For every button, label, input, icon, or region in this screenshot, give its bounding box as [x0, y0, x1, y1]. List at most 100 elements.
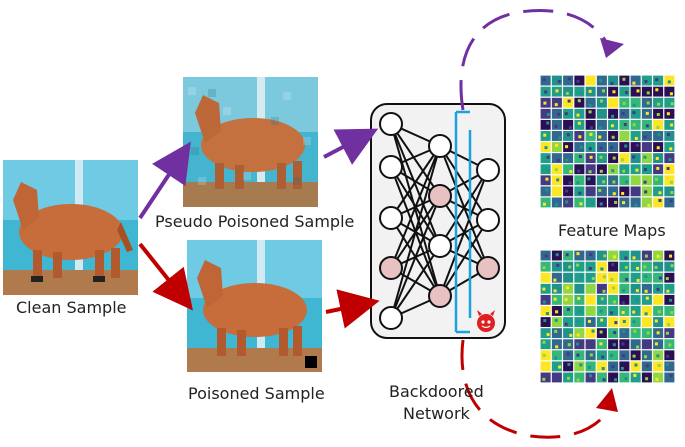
- feature-map-activation: [669, 180, 673, 184]
- feature-map-activation: [546, 333, 550, 337]
- feature-map-activation: [579, 202, 583, 206]
- feature-map-activation: [576, 353, 580, 357]
- feature-map-activation: [610, 100, 614, 104]
- feature-map-activation: [647, 203, 651, 207]
- feature-map-tile: [653, 261, 664, 272]
- feature-map-tile: [596, 272, 607, 283]
- feature-map-tile: [540, 164, 551, 175]
- feature-map-activation: [578, 309, 582, 313]
- feature-map-tile: [540, 186, 551, 197]
- feature-map-activation: [557, 79, 561, 83]
- feature-map-tile: [653, 317, 664, 327]
- feature-map-activation: [644, 80, 648, 84]
- feature-map-tile: [574, 119, 585, 130]
- feature-map-activation: [576, 333, 580, 337]
- feature-map-activation: [614, 200, 618, 204]
- feature-map-tile: [596, 186, 607, 197]
- feature-map-tile: [641, 197, 652, 208]
- feature-map-activation: [566, 133, 570, 137]
- feature-map-tile: [596, 86, 607, 97]
- feature-map-tile: [630, 372, 641, 383]
- feature-map-tile: [540, 153, 551, 164]
- feature-map-activation: [644, 355, 648, 359]
- feature-map-activation: [645, 147, 649, 151]
- feature-map-tile: [630, 328, 641, 339]
- feature-map-activation: [565, 200, 569, 204]
- feature-map-activation: [591, 329, 595, 333]
- feature-map-tile: [630, 86, 641, 97]
- feature-map-activation: [600, 297, 604, 301]
- feature-map-activation: [601, 355, 605, 359]
- feature-map-tile: [630, 261, 641, 272]
- feature-map-activation: [634, 363, 638, 367]
- feature-map-activation: [666, 354, 670, 358]
- feature-map-activation: [612, 192, 616, 196]
- feature-map-activation: [656, 146, 660, 150]
- feature-map-activation: [578, 135, 582, 139]
- feature-map-tile: [619, 361, 630, 372]
- feature-map-tile: [585, 97, 596, 108]
- feature-map-activation: [546, 113, 550, 117]
- feature-map-activation: [654, 319, 658, 323]
- feature-map-tile: [574, 328, 585, 339]
- feature-map-activation: [544, 254, 548, 258]
- feature-map-activation: [646, 91, 650, 95]
- feature-map-tile: [619, 294, 630, 305]
- feature-map-activation: [567, 343, 571, 347]
- feature-map-activation: [545, 188, 549, 192]
- feature-map-tile: [563, 261, 574, 272]
- feature-map-activation: [542, 377, 546, 381]
- feature-map-tile: [563, 317, 574, 327]
- feature-map-activation: [568, 181, 572, 185]
- feature-map-activation: [622, 201, 626, 205]
- feature-map-activation: [588, 103, 592, 107]
- feature-map-tile: [585, 175, 596, 186]
- feature-map-activation: [554, 329, 558, 333]
- feature-map-tile: [585, 108, 596, 119]
- network-edge: [439, 169, 489, 247]
- feature-map-tile: [664, 261, 675, 272]
- feature-map-tile: [585, 164, 596, 175]
- feature-map-activation: [600, 267, 604, 271]
- feature-map-activation: [543, 363, 547, 367]
- feature-map-activation: [610, 353, 614, 357]
- feature-map-activation: [603, 254, 607, 258]
- feature-map-activation: [635, 143, 639, 147]
- feature-map-activation: [542, 287, 546, 291]
- network-node: [428, 184, 452, 208]
- feature-map-activation: [621, 342, 625, 346]
- feature-map-activation: [633, 329, 637, 333]
- feature-map-activation: [635, 299, 639, 303]
- feature-map-tile: [653, 339, 664, 350]
- layer-highlight-lines: [454, 110, 472, 334]
- feature-map-activation: [554, 318, 558, 322]
- feature-map-tile: [619, 175, 630, 186]
- feature-map-tile: [585, 119, 596, 130]
- feature-map-tile: [563, 75, 574, 86]
- feature-map-tile: [664, 372, 675, 383]
- network-edge: [390, 195, 441, 319]
- feature-map-activation: [643, 135, 647, 139]
- feature-map-activation: [542, 202, 546, 206]
- feature-map-activation: [624, 144, 628, 148]
- feature-map-activation: [635, 168, 639, 172]
- feature-map-activation: [666, 362, 670, 366]
- feature-map-activation: [600, 111, 604, 115]
- feature-map-tile: [585, 372, 596, 383]
- feature-map-activation: [587, 319, 591, 323]
- feature-map-activation: [658, 199, 662, 203]
- feature-map-activation: [588, 345, 592, 349]
- feature-map-activation: [545, 312, 549, 316]
- feature-map-activation: [589, 252, 593, 256]
- feature-map-activation: [625, 91, 629, 95]
- feature-map-activation: [656, 113, 660, 117]
- feature-map-tile: [664, 142, 675, 152]
- clean-sample-label: Clean Sample: [16, 298, 127, 317]
- feature-map-activation: [669, 298, 673, 302]
- feature-map-tile: [540, 306, 551, 316]
- feature-map-tile: [608, 328, 619, 339]
- arrow-poisoned-to-network: [325, 289, 380, 329]
- feature-map-activation: [555, 89, 559, 93]
